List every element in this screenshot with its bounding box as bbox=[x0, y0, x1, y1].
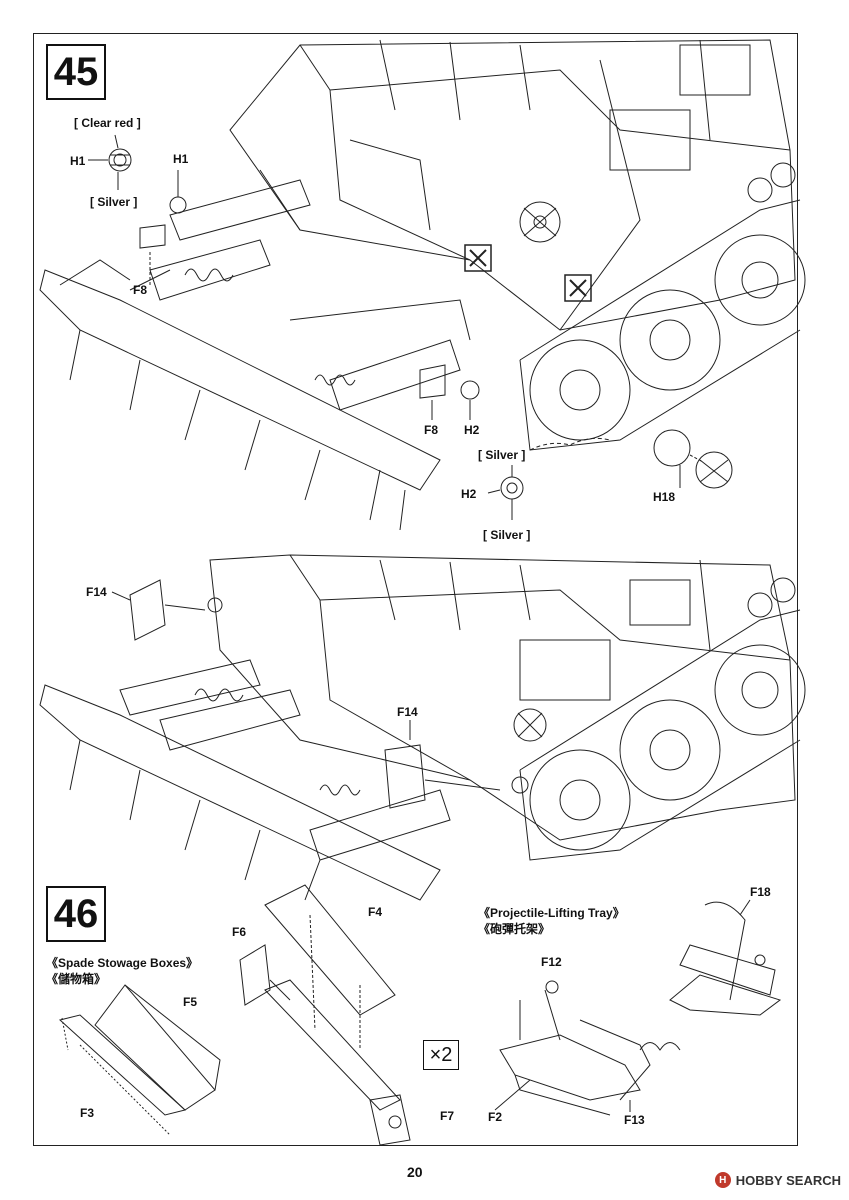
part-label-f14: F14 bbox=[86, 585, 107, 599]
watermark-text: HOBBY SEARCH bbox=[735, 1172, 841, 1188]
watermark: H HOBBY SEARCH bbox=[714, 1172, 841, 1188]
section-title-spade-stowage-boxes: 《Spade Stowage Boxes》 bbox=[46, 956, 199, 970]
step-number-46: 46 bbox=[46, 886, 106, 942]
part-label-f12: F12 bbox=[541, 955, 562, 969]
part-label-f6: F6 bbox=[232, 925, 247, 939]
part-label-f4: F4 bbox=[368, 905, 383, 919]
part-label-f2: F2 bbox=[488, 1110, 503, 1124]
paint-note-silver: [ Silver ] bbox=[90, 195, 138, 209]
part-label-h2: H2 bbox=[461, 487, 477, 501]
part-label-h1: H1 bbox=[173, 152, 189, 166]
paint-note-silver: [ Silver ] bbox=[483, 528, 531, 542]
vehicle-upper-drawing bbox=[39, 39, 806, 531]
quantity-multiplier: ×2 bbox=[423, 1040, 459, 1070]
page-frame bbox=[33, 33, 798, 1146]
page-number: 20 bbox=[407, 1164, 423, 1180]
part-label-f14: F14 bbox=[397, 705, 418, 719]
part-label-f13: F13 bbox=[624, 1113, 645, 1127]
projectile-tray-drawing bbox=[494, 899, 782, 1116]
part-label-f8: F8 bbox=[424, 423, 439, 437]
part-label-f5: F5 bbox=[183, 995, 198, 1009]
paint-note-clear-red: [ Clear red ] bbox=[74, 116, 141, 130]
spade-stowage-box-drawing bbox=[58, 884, 411, 1146]
part-label-h2: H2 bbox=[464, 423, 480, 437]
section-title-projectile-lifting-tray: 《Projectile-Lifting Tray》 bbox=[478, 906, 625, 920]
part-label-f8: F8 bbox=[133, 283, 148, 297]
part-label-f7: F7 bbox=[440, 1109, 455, 1123]
section-title-spade-stowage-boxes-cn: 《儲物箱》 bbox=[46, 972, 107, 986]
part-label-f18: F18 bbox=[750, 885, 771, 899]
part-label-f3: F3 bbox=[80, 1106, 95, 1120]
part-label-h18: H18 bbox=[653, 490, 676, 504]
paint-note-silver: [ Silver ] bbox=[478, 448, 526, 462]
vehicle-lower-drawing bbox=[39, 554, 806, 901]
step-number-45: 45 bbox=[46, 44, 106, 100]
part-label-h1: H1 bbox=[70, 154, 86, 168]
section-title-projectile-lifting-tray-cn: 《砲彈托架》 bbox=[478, 922, 551, 936]
hobby-search-logo-icon: H bbox=[714, 1172, 731, 1188]
